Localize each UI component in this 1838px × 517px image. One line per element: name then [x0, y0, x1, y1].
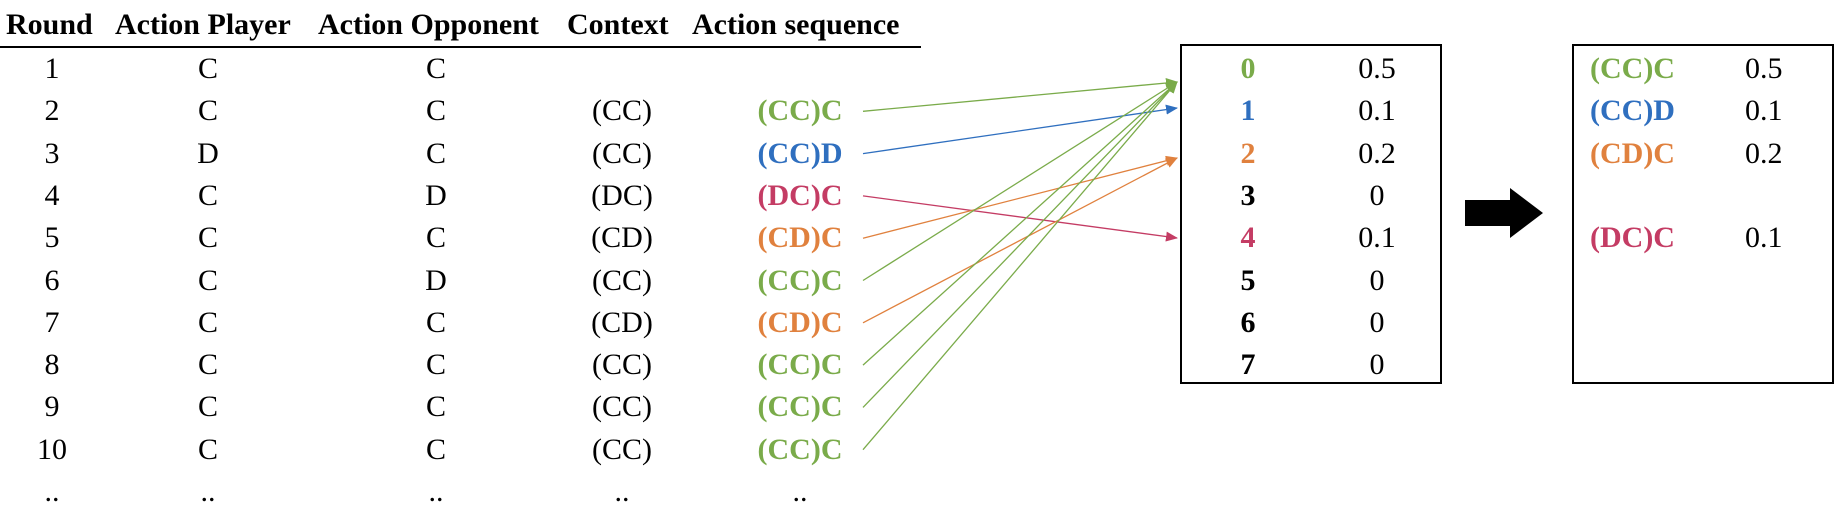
result-sequence: (CD)C: [1590, 136, 1675, 170]
cell-opponent-action: D: [425, 263, 447, 297]
cell-opponent-action: ..: [428, 475, 444, 508]
bin-value: 0.1: [1358, 94, 1396, 128]
cell-context: (CC): [592, 390, 652, 424]
cell-round: 3: [44, 136, 60, 170]
cell-context: (CC): [592, 94, 652, 128]
bin-value: 0.1: [1358, 221, 1396, 255]
arrow-right-icon: [1465, 188, 1543, 238]
cell-context: (CC): [592, 263, 652, 297]
cell-round: 7: [44, 305, 60, 339]
bin-value: 0.2: [1358, 136, 1396, 170]
cell-opponent-action: C: [425, 94, 447, 128]
cell-action-sequence: (CD)C: [757, 221, 843, 255]
cell-round: 2: [44, 94, 60, 128]
cell-player-action: C: [197, 52, 219, 85]
mapping-arrow: [862, 81, 1178, 451]
result-probability: 0.1: [1745, 221, 1783, 255]
bin-value: 0: [1369, 178, 1385, 212]
cell-round: 9: [44, 390, 60, 424]
cell-player-action: C: [197, 221, 219, 255]
bin-value: 0: [1369, 305, 1385, 339]
cell-opponent-action: C: [425, 221, 447, 255]
cell-action-sequence: ..: [792, 475, 808, 508]
cell-round: 5: [44, 221, 60, 255]
bin-index: 6: [1240, 305, 1256, 339]
cell-action-sequence: (DC)C: [757, 178, 843, 212]
cell-player-action: C: [197, 390, 219, 424]
cell-action-sequence: (CD)C: [757, 305, 843, 339]
cell-opponent-action: D: [425, 178, 447, 212]
cell-context: (CC): [592, 348, 652, 382]
cell-round: 1: [44, 52, 60, 85]
cell-context: (CC): [592, 432, 652, 466]
cell-action-sequence: (CC)C: [757, 348, 843, 382]
bin-index: 4: [1240, 221, 1256, 255]
cell-player-action: C: [197, 432, 219, 466]
cell-player-action: C: [197, 178, 219, 212]
bin-box: [1180, 44, 1442, 384]
cell-opponent-action: C: [425, 348, 447, 382]
cell-opponent-action: C: [425, 390, 447, 424]
bin-value: 0: [1369, 348, 1385, 382]
mapping-arrow: [862, 81, 1178, 408]
bin-index: 1: [1240, 94, 1256, 128]
result-probability: 0.2: [1745, 136, 1783, 170]
cell-opponent-action: C: [425, 52, 447, 85]
cell-round: 10: [37, 432, 67, 466]
mapping-arrow: [862, 155, 1178, 239]
cell-round: ..: [44, 475, 60, 508]
mapping-arrow: [862, 81, 1178, 366]
header-context: Context: [567, 8, 669, 41]
cell-opponent-action: C: [425, 305, 447, 339]
cell-action-sequence: (CC)D: [757, 136, 843, 170]
cell-context: (CD): [591, 221, 653, 255]
cell-round: 4: [44, 178, 60, 212]
bin-index: 2: [1240, 136, 1256, 170]
cell-action-sequence: (CC)C: [757, 94, 843, 128]
cell-round: 8: [44, 348, 60, 382]
bin-index: 5: [1240, 263, 1256, 297]
header-round: Round: [6, 8, 93, 41]
header-rule: [0, 46, 921, 48]
result-sequence: (CC)D: [1590, 94, 1675, 128]
result-probability: 0.5: [1745, 52, 1783, 85]
cell-context: (CC): [592, 136, 652, 170]
bin-index: 0: [1240, 52, 1256, 85]
cell-context: (CD): [591, 305, 653, 339]
bin-value: 0: [1369, 263, 1385, 297]
mapping-arrow: [862, 195, 1178, 242]
cell-round: 6: [44, 263, 60, 297]
cell-player-action: ..: [200, 475, 216, 508]
cell-player-action: C: [197, 348, 219, 382]
cell-opponent-action: C: [425, 432, 447, 466]
cell-player-action: D: [197, 136, 219, 170]
mapping-arrow: [862, 157, 1178, 324]
bin-value: 0.5: [1358, 52, 1396, 85]
bin-index: 3: [1240, 178, 1256, 212]
cell-opponent-action: C: [425, 136, 447, 170]
result-probability: 0.1: [1745, 94, 1783, 128]
cell-player-action: C: [197, 94, 219, 128]
cell-player-action: C: [197, 263, 219, 297]
result-sequence: (DC)C: [1590, 221, 1675, 255]
cell-action-sequence: (CC)C: [757, 432, 843, 466]
bin-index: 7: [1240, 348, 1256, 382]
cell-action-sequence: (CC)C: [757, 263, 843, 297]
result-sequence: (CC)C: [1590, 52, 1675, 85]
header-action-player: Action Player: [115, 8, 291, 41]
header-action-sequence: Action sequence: [692, 8, 900, 41]
cell-context: ..: [614, 475, 630, 508]
header-action-opponent: Action Opponent: [318, 8, 539, 41]
cell-context: (DC): [591, 178, 653, 212]
cell-player-action: C: [197, 305, 219, 339]
mapping-arrow: [862, 81, 1178, 282]
cell-action-sequence: (CC)C: [757, 390, 843, 424]
result-box: [1572, 44, 1834, 384]
mapping-arrow: [862, 78, 1178, 112]
